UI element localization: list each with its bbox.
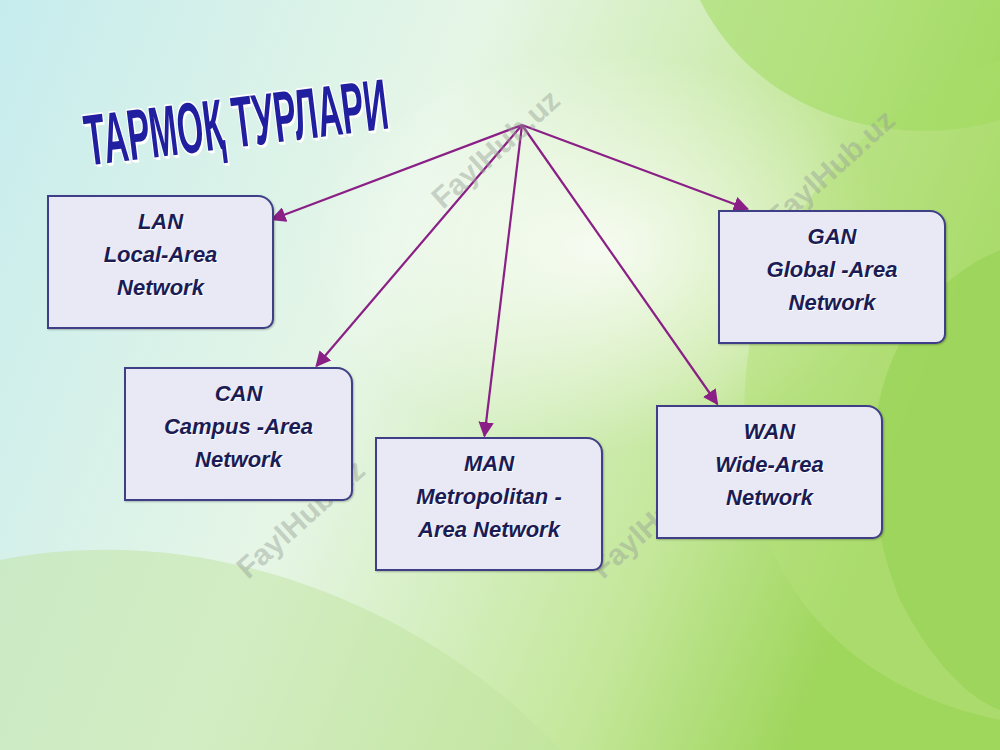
arrow [522, 125, 717, 404]
network-name: Metropolitan -Area Network [402, 480, 577, 546]
network-abbreviation: WAN [695, 415, 845, 448]
leaf [0, 550, 560, 750]
network-type-box: CANCampus -Area Network [124, 367, 353, 501]
network-type-box: MANMetropolitan -Area Network [375, 437, 603, 571]
network-type-box: LANLocal-Area Network [47, 195, 274, 329]
network-abbreviation: GAN [755, 220, 910, 253]
network-name: Global -Area Network [755, 253, 910, 319]
network-abbreviation: LAN [86, 205, 236, 238]
network-abbreviation: CAN [156, 377, 321, 410]
network-name: Local-Area Network [86, 238, 236, 304]
leaf [700, 0, 1000, 131]
network-name: Wide-Area Network [695, 448, 845, 514]
network-type-box: WANWide-Area Network [656, 405, 883, 539]
arrow [522, 125, 748, 209]
network-name: Campus -Area Network [156, 410, 321, 476]
network-type-box: GANGlobal -Area Network [718, 210, 946, 344]
network-abbreviation: MAN [402, 447, 577, 480]
leaf [744, 60, 1000, 720]
